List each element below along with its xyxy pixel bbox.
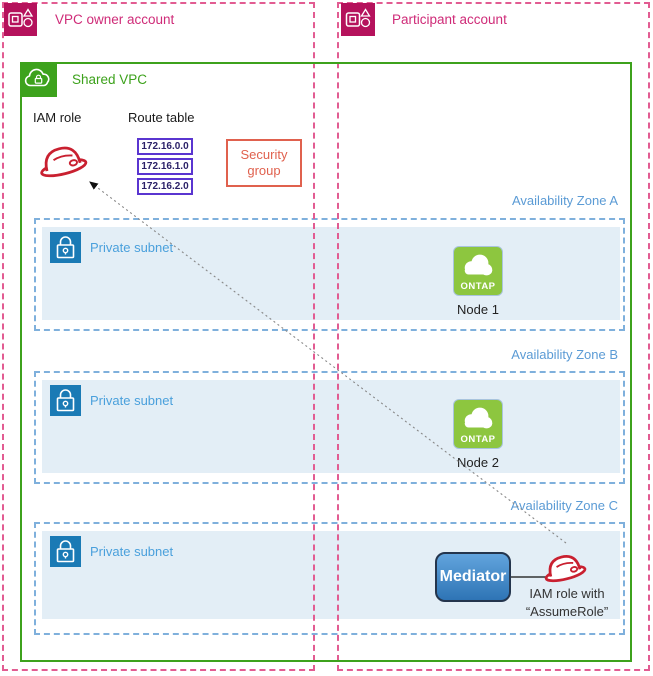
assume-role-label-line2: “AssumeRole” bbox=[525, 604, 609, 619]
availability-zone-b-label: Availability Zone B bbox=[511, 347, 618, 362]
private-subnet-lock-icon bbox=[50, 385, 81, 416]
ontap-node-2: ONTAP Node 2 bbox=[450, 399, 506, 470]
availability-zone-c-label: Availability Zone C bbox=[510, 498, 618, 513]
ontap-badge: ONTAP bbox=[460, 434, 496, 445]
iam-role-label: IAM role bbox=[33, 110, 82, 125]
private-subnet-c: Private subnet bbox=[42, 531, 620, 619]
vpc-owner-account-label: VPC owner account bbox=[55, 12, 175, 27]
organizations-account-icon bbox=[341, 3, 375, 36]
availability-zone-b: Private subnet ONTAP Node 2 bbox=[34, 371, 625, 484]
assume-role-label-line1: IAM role with bbox=[529, 586, 605, 601]
iam-role-icon bbox=[36, 134, 88, 184]
ontap-icon: ONTAP bbox=[453, 399, 503, 449]
ontap-badge: ONTAP bbox=[460, 281, 496, 292]
availability-zone-a: Private subnet ONTAP Node 1 bbox=[34, 218, 625, 331]
mediator-box: Mediator bbox=[435, 552, 511, 602]
availability-zone-a-label: Availability Zone A bbox=[512, 193, 618, 208]
route-entry: 172.16.2.0 bbox=[137, 178, 193, 195]
private-subnet-lock-icon bbox=[50, 536, 81, 567]
private-subnet-lock-icon bbox=[50, 232, 81, 263]
shared-vpc-label: Shared VPC bbox=[72, 72, 148, 87]
private-subnet-c-label: Private subnet bbox=[90, 544, 174, 559]
private-subnet-b-label: Private subnet bbox=[90, 393, 174, 408]
ontap-node-1: ONTAP Node 1 bbox=[450, 246, 506, 317]
assume-role-iam-role-icon bbox=[535, 546, 593, 586]
route-entry: 172.16.1.0 bbox=[137, 158, 193, 175]
assume-role-label: IAM role with “AssumeRole” bbox=[502, 585, 632, 621]
route-table: 172.16.0.0 172.16.1.0 172.16.2.0 bbox=[137, 138, 193, 198]
route-entry: 172.16.0.0 bbox=[137, 138, 193, 155]
ontap-icon: ONTAP bbox=[453, 246, 503, 296]
security-group-box: Security group bbox=[226, 139, 302, 187]
node-2-label: Node 2 bbox=[457, 455, 499, 470]
availability-zone-c: Private subnet bbox=[34, 522, 625, 635]
participant-account-label: Participant account bbox=[392, 12, 507, 27]
private-subnet-a-label: Private subnet bbox=[90, 240, 174, 255]
shared-vpc-icon bbox=[20, 62, 57, 97]
organizations-account-icon bbox=[4, 3, 37, 36]
route-table-label: Route table bbox=[128, 110, 195, 125]
private-subnet-b: Private subnet ONTAP Node 2 bbox=[42, 380, 620, 473]
private-subnet-a: Private subnet ONTAP Node 1 bbox=[42, 227, 620, 320]
node-1-label: Node 1 bbox=[457, 302, 499, 317]
